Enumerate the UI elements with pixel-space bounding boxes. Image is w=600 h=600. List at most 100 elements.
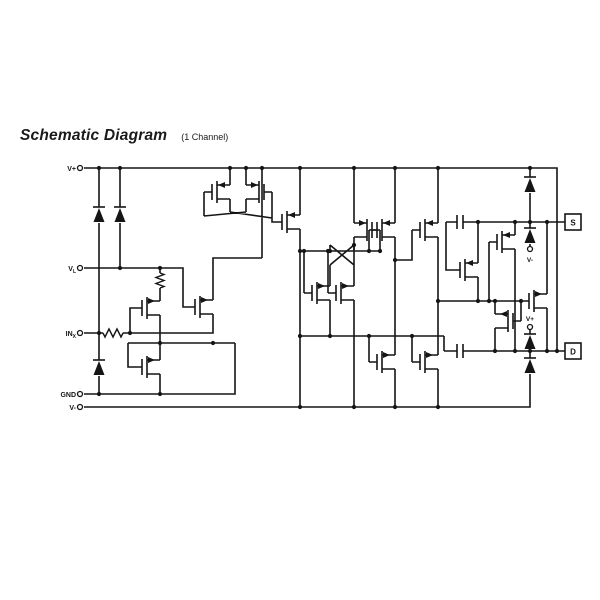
terminal-vminus	[76, 403, 84, 411]
mosfet-arrow-icon	[426, 220, 433, 226]
mosfet-arrow-icon	[288, 212, 295, 218]
junction-dot	[210, 340, 216, 346]
mosfet-arrow-icon	[148, 298, 155, 304]
mosfet-input-nmos-2	[187, 287, 214, 327]
mosfet-col3-nmos	[412, 342, 439, 382]
junction-dot	[351, 404, 357, 410]
section-header: Schematic Diagram (1 Channel)	[20, 127, 228, 145]
junction-dot	[492, 298, 498, 304]
junction-dot	[527, 165, 533, 171]
mosfet-arrow-icon	[342, 283, 349, 289]
port-source-label: S	[570, 219, 576, 228]
mosfet-driver-nmos	[494, 301, 521, 341]
mosfet-body	[369, 210, 396, 250]
mosfet-driver-pmos	[452, 250, 479, 290]
mosfet-arrow-icon	[503, 232, 510, 238]
junction-dot	[392, 257, 398, 263]
mosfet-body	[489, 222, 516, 262]
mosfet-arrow-icon	[383, 352, 390, 358]
junction-dot	[475, 219, 481, 225]
mosfet-body	[369, 342, 396, 382]
clamp-label-vplus: V+	[526, 316, 534, 323]
junction-dot-layer	[96, 165, 560, 410]
capacitor-plates	[456, 215, 464, 229]
diode-clamp-diode-vminus-s	[524, 227, 536, 243]
mosfet-arrow-icon	[201, 297, 208, 303]
mosfet-input-nmos-3	[134, 347, 161, 387]
junction-dot	[435, 165, 441, 171]
resistor-input-resistor	[102, 327, 124, 339]
junction-dot	[351, 242, 357, 248]
diode-clamp-diode-in-gnd	[93, 359, 105, 375]
mosfet-arrow-icon	[148, 357, 155, 363]
mosfet-switch-pmos	[489, 222, 516, 262]
junction-dot	[259, 165, 265, 171]
terminal-inx	[76, 329, 84, 337]
diode-triangle	[524, 229, 536, 243]
diode-triangle	[93, 208, 105, 222]
diode-triangle	[524, 178, 536, 192]
mosfet-output-switch-nmos	[521, 281, 548, 321]
junction-dot	[554, 348, 560, 354]
mosfet-arrow-icon	[500, 311, 507, 317]
mosfet-latch2-nmos-right	[328, 273, 355, 313]
circuit-wires	[84, 167, 565, 408]
mosfet-arrow-icon	[218, 182, 225, 188]
page-subtitle: (1 Channel)	[181, 132, 229, 142]
terminal-label-vl: VL	[68, 266, 76, 275]
terminal-label-vplus: V+	[67, 166, 76, 173]
wire-layer	[84, 167, 565, 408]
diode-clamp-diode-d-vplus	[524, 333, 536, 349]
mosfet-arrow-icon	[426, 352, 433, 358]
junction-dot	[492, 348, 498, 354]
junction-dot	[157, 265, 163, 271]
mosfet-latch1-pmos-left	[204, 172, 231, 212]
mosfet-arrow-icon	[359, 220, 366, 226]
mosfet-arrow-icon	[535, 291, 542, 297]
junction-dot	[486, 298, 492, 304]
junction-dot	[435, 404, 441, 410]
mosfet-body	[452, 250, 479, 290]
mosfet-body	[521, 281, 548, 321]
junction-dot	[117, 265, 123, 271]
junction-dot	[327, 248, 333, 254]
port-drain-label: D	[570, 348, 576, 357]
port-source-box	[564, 213, 582, 231]
junction-dot	[297, 165, 303, 171]
junction-dot	[392, 404, 398, 410]
mosfet-arrow-icon	[318, 283, 325, 289]
junction-dot	[544, 348, 550, 354]
junction-dot	[117, 165, 123, 171]
junction-dot	[227, 165, 233, 171]
diode-clamp-diode-vl-vplus	[93, 206, 105, 222]
terminal-vplus	[76, 164, 84, 172]
junction-dot	[96, 391, 102, 397]
junction-dot	[96, 165, 102, 171]
diode-triangle	[524, 335, 536, 349]
capacitor-plates	[456, 344, 464, 358]
mosfet-latch2-nmos-left	[304, 273, 331, 313]
mosfet-input-nmos-1	[134, 288, 161, 328]
junction-dot	[475, 298, 481, 304]
mosfet-col2-nmos	[369, 342, 396, 382]
port-drain: D	[564, 342, 582, 360]
junction-dot	[392, 165, 398, 171]
diode-clamp-diode-vminus-d	[524, 357, 536, 373]
page-title: Schematic Diagram	[20, 127, 168, 144]
clamp-label-vminus: V-	[527, 257, 533, 264]
diode-triangle	[93, 361, 105, 375]
junction-dot	[409, 333, 415, 339]
diode-triangle	[524, 359, 536, 373]
diode-triangle	[114, 208, 126, 222]
junction-dot	[327, 333, 333, 339]
port-source: S	[564, 213, 582, 231]
junction-dot	[435, 298, 441, 304]
junction-dot	[297, 404, 303, 410]
resistor-vl-resistor	[154, 272, 166, 289]
junction-dot	[297, 333, 303, 339]
terminal-label-gnd: GND	[60, 392, 76, 399]
junction-dot	[518, 298, 524, 304]
mosfet-col2-pmos	[369, 210, 396, 250]
